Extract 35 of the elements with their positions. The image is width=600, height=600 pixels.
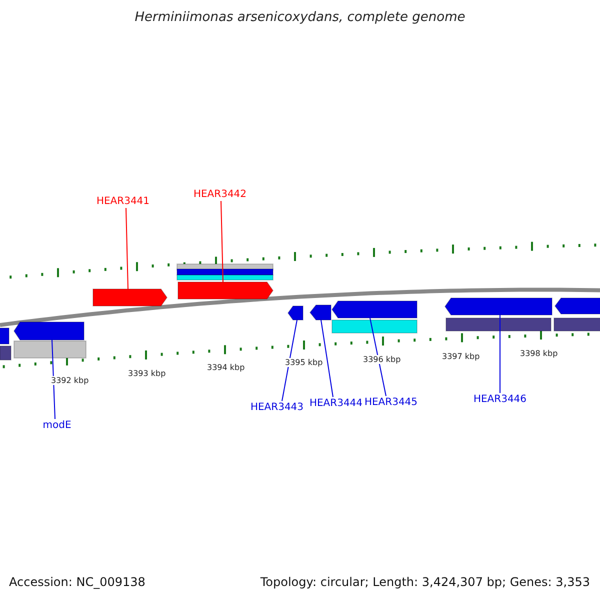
- scale-label: 3398 kbp: [520, 349, 558, 358]
- gene-feature: [445, 298, 552, 315]
- gene-feature: [93, 289, 167, 306]
- gene-feature: [14, 322, 84, 340]
- leader-line: [370, 318, 386, 396]
- gene-feature: [288, 306, 303, 320]
- feature-bar: [177, 275, 273, 280]
- genome-info-text: Topology: circular; Length: 3,424,307 bp; Genes: 3,353: [260, 575, 590, 589]
- gene-label: HEAR3441: [91, 195, 155, 208]
- gene-label: HEAR3443: [245, 401, 309, 414]
- leader-line: [320, 320, 334, 398]
- feature-bar: [14, 341, 86, 358]
- leader-line: [220, 200, 224, 282]
- gene-label: HEAR3446: [468, 393, 532, 406]
- gene-feature: [310, 305, 331, 320]
- scale-label: 3396 kbp: [363, 355, 401, 364]
- feature-bar: [554, 318, 600, 331]
- scale-label: 3393 kbp: [128, 369, 166, 378]
- leader-line: [282, 320, 298, 402]
- feature-bar: [0, 346, 11, 360]
- feature-bar: [177, 269, 273, 275]
- title: Herminiimonas arsenicoxydans, complete genome: [134, 10, 466, 25]
- gene-feature: [555, 298, 600, 314]
- leader-line: [52, 340, 56, 420]
- gene-feature: [178, 282, 273, 299]
- feature-bar: [446, 318, 551, 331]
- accession-text: Accession: NC_009138: [9, 575, 146, 589]
- scale-label: 3395 kbp: [285, 358, 323, 367]
- feature-bar: [332, 320, 417, 333]
- gene-label: HEAR3442: [188, 188, 252, 201]
- scale-label: 3394 kbp: [207, 363, 245, 372]
- leader-line: [126, 208, 128, 290]
- scale-label: 3397 kbp: [442, 352, 480, 361]
- scale-label: 3392 kbp: [51, 376, 89, 385]
- gene-label: modE: [25, 419, 89, 432]
